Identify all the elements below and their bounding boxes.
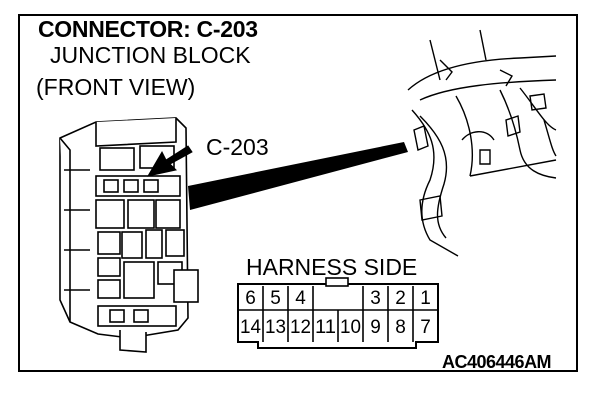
pin-label-8: 8	[395, 317, 406, 338]
junction-block-label: JUNCTION BLOCK	[50, 42, 251, 68]
pin-label-1: 1	[420, 288, 431, 309]
location-beam	[188, 142, 408, 210]
pin-label-9: 9	[370, 317, 381, 338]
pin-label-7: 7	[420, 317, 431, 338]
pin-label-2: 2	[395, 288, 406, 309]
pin-label-14: 14	[240, 317, 261, 338]
pin-label-4: 4	[295, 288, 306, 309]
callout-arrow	[146, 145, 193, 177]
pin-label-3: 3	[370, 288, 381, 309]
figure-code: AC406446AM	[442, 352, 552, 372]
connector-callout-label: C-203	[206, 134, 269, 160]
vehicle-harness-illustration	[407, 29, 557, 257]
pin-label-6: 6	[245, 288, 256, 309]
pin-label-12: 12	[290, 317, 311, 338]
harness-side-label: HARNESS SIDE	[246, 254, 418, 280]
pin-label-13: 13	[265, 317, 286, 338]
view-label: (FRONT VIEW)	[36, 74, 196, 100]
connector-title: CONNECTOR: C-203	[38, 16, 258, 42]
pin-label-10: 10	[340, 317, 361, 338]
pin-label-5: 5	[270, 288, 281, 309]
pin-label-11: 11	[315, 317, 336, 338]
